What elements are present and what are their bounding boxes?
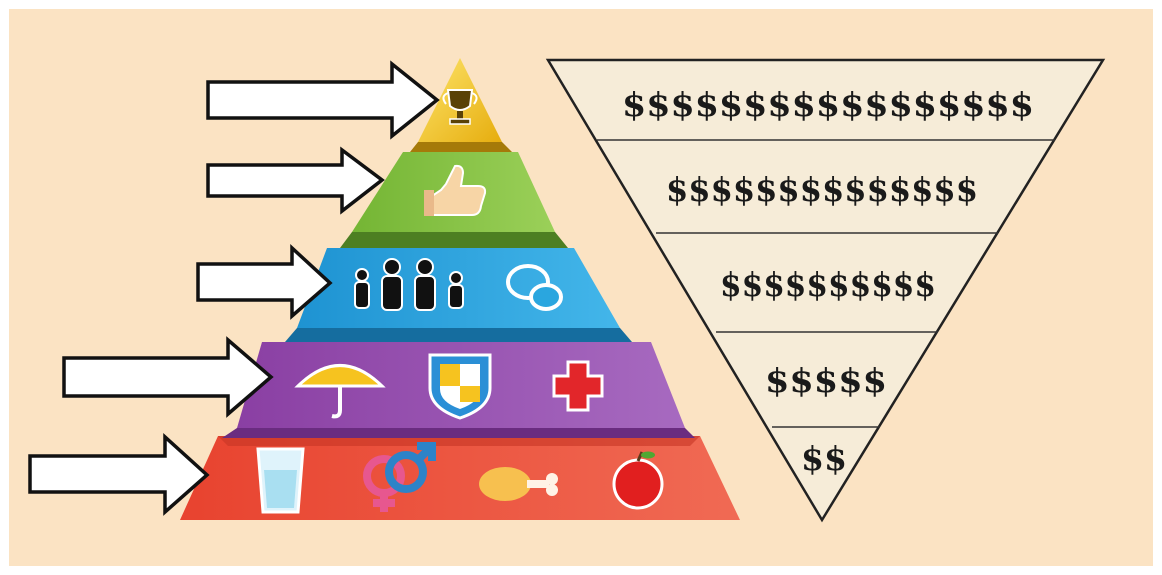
water-glass-icon [256, 447, 305, 514]
shield-icon [428, 353, 492, 420]
funnel-dividers [597, 139, 1055, 428]
pyramid-level-5 [410, 58, 512, 152]
pyramid [180, 58, 740, 520]
pyramid-level-1 [180, 436, 740, 520]
trophy-icon [442, 89, 478, 125]
funnel-row-3: $$$$$$$$$$ [720, 265, 936, 304]
chat-bubbles-icon [506, 264, 563, 311]
arrow-level-5 [206, 60, 440, 140]
family-icon [354, 258, 464, 311]
funnel-row-4: $$$$$ [765, 361, 887, 400]
arrow-level-2 [62, 336, 274, 418]
arrows [28, 60, 440, 516]
medical-cross-icon [552, 360, 604, 412]
pyramid-level-4 [340, 152, 568, 248]
pyramid-level-3 [285, 248, 632, 342]
arrow-level-4 [206, 146, 385, 215]
money-funnel: $$$$$$$$$$$$$$$$$ $$$$$$$$$$$$$$ $$$$$$$… [545, 58, 1106, 523]
gender-symbols-icon [363, 442, 436, 512]
chicken-leg-icon [479, 467, 558, 501]
pyramid-level-2 [222, 342, 695, 438]
funnel-shape [545, 58, 1106, 523]
arrow-level-1 [28, 433, 210, 516]
apple-icon [612, 451, 664, 510]
thumbs-up-icon [424, 164, 487, 216]
funnel-row-1: $$$$$$$$$$$$$$$$$ [622, 85, 1034, 124]
funnel-row-5: $$ [801, 439, 847, 478]
umbrella-icon [294, 364, 386, 419]
funnel-row-2: $$$$$$$$$$$$$$ [666, 170, 978, 209]
arrow-level-3 [196, 244, 333, 320]
